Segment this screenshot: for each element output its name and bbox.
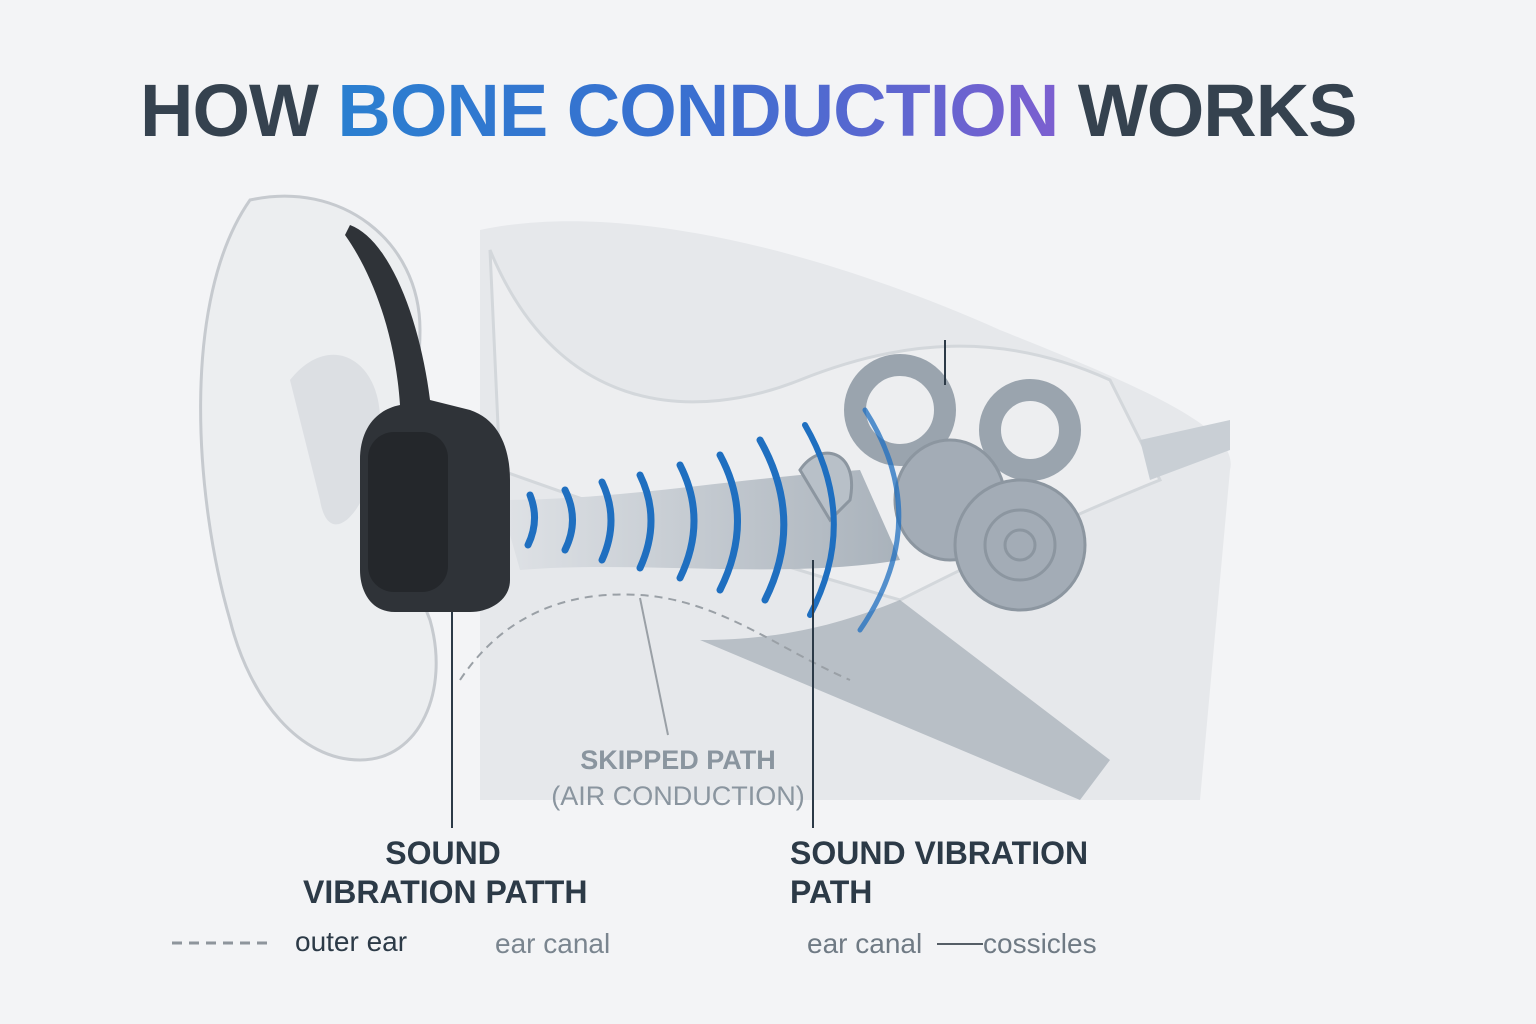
sound-waves (524, 407, 902, 633)
nerve-shape (1140, 420, 1230, 480)
legend-ossicles: cossicles (983, 928, 1097, 959)
concha (290, 354, 380, 525)
canal-lower (700, 600, 1110, 800)
left-label-line1: SOUND (385, 835, 501, 871)
legend-outer-ear: outer ear (295, 926, 408, 957)
legend-ear-canal-2: ear canal (807, 928, 923, 959)
right-vibration-label: SOUND VIBRATION PATH (790, 834, 1088, 912)
right-label-line2: PATH (790, 874, 873, 910)
left-vibration-label: SOUND VIBRATION PATTH (303, 834, 588, 912)
right-label-line1: SOUND VIBRATION (790, 835, 1089, 871)
skipped-path-title: SKIPPED PATH (580, 745, 776, 775)
skipped-path-subtitle: (AIR CONDUCTION) (551, 781, 805, 811)
inner-ear (798, 354, 1087, 612)
title-highlight: BONE CONDUCTION (337, 69, 1059, 152)
skipped-pointer (639, 597, 669, 736)
page-title: HOW BONE CONDUCTION WORKS (140, 68, 1358, 153)
left-label-line2: VIBRATION PATTH (303, 874, 588, 910)
title-word-works: WORKS (1077, 69, 1358, 152)
skipped-path-dashed (459, 593, 851, 681)
legend-ear-canal: ear canal (495, 928, 611, 959)
skipped-path-label: SKIPPED PATH (AIR CONDUCTION) (548, 742, 808, 814)
ear-canal (500, 470, 900, 570)
title-word-how: HOW (140, 69, 319, 152)
transducer-pad (368, 432, 448, 592)
